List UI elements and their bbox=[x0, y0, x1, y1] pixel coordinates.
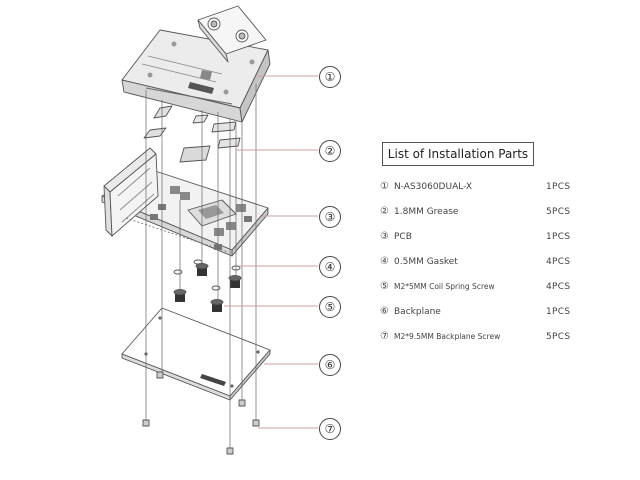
part-name: Backplane bbox=[394, 306, 441, 317]
parts-list-item: ③ PCB 1PCS bbox=[380, 224, 580, 249]
callout-2: ② bbox=[319, 140, 341, 162]
parts-list-item: ⑥ Backplane 1PCS bbox=[380, 299, 580, 324]
callout-leader-lines bbox=[224, 75, 318, 429]
spring-screws bbox=[173, 263, 242, 312]
part-name: M2*5MM Coil Spring Screw bbox=[394, 282, 495, 291]
parts-list-title: List of Installation Parts bbox=[382, 142, 534, 166]
part-quantity: 1PCS bbox=[546, 306, 571, 317]
parts-list-item: ④ 0.5MM Gasket 4PCS bbox=[380, 249, 580, 274]
part-number: ⑤ bbox=[380, 281, 389, 292]
callout-3: ③ bbox=[319, 206, 341, 228]
parts-list-item: ② 1.8MM Grease 5PCS bbox=[380, 199, 580, 224]
callout-7: ⑦ bbox=[319, 418, 341, 440]
part-quantity: 5PCS bbox=[546, 331, 571, 342]
backplane-screws bbox=[142, 371, 260, 455]
part-number: ① bbox=[380, 181, 389, 192]
assembly-guide-lines bbox=[145, 84, 257, 448]
part-quantity: 1PCS bbox=[546, 231, 571, 242]
water-block bbox=[121, 5, 271, 123]
part-quantity: 5PCS bbox=[546, 206, 571, 217]
part-number: ⑥ bbox=[380, 306, 389, 317]
part-name: M2*9.5MM Backplane Screw bbox=[394, 332, 501, 341]
parts-list-item: ⑦ M2*9.5MM Backplane Screw 5PCS bbox=[380, 324, 580, 349]
parts-list-item: ① N-AS3060DUAL-X 1PCS bbox=[380, 174, 580, 199]
part-number: ④ bbox=[380, 256, 389, 267]
part-quantity: 4PCS bbox=[546, 281, 571, 292]
callout-1: ① bbox=[319, 66, 341, 88]
part-number: ⑦ bbox=[380, 331, 389, 342]
part-number: ② bbox=[380, 206, 389, 217]
pcb bbox=[101, 147, 269, 257]
part-number: ③ bbox=[380, 231, 389, 242]
part-quantity: 4PCS bbox=[546, 256, 571, 267]
part-name: N-AS3060DUAL-X bbox=[394, 181, 473, 192]
callout-5: ⑤ bbox=[319, 296, 341, 318]
part-quantity: 1PCS bbox=[546, 181, 571, 192]
callout-4: ④ bbox=[319, 256, 341, 278]
part-name: PCB bbox=[394, 231, 412, 242]
backplane bbox=[121, 307, 271, 401]
part-name: 0.5MM Gasket bbox=[394, 256, 458, 267]
parts-list-item: ⑤ M2*5MM Coil Spring Screw 4PCS bbox=[380, 274, 580, 299]
callout-6: ⑥ bbox=[319, 354, 341, 376]
part-name: 1.8MM Grease bbox=[394, 206, 459, 217]
parts-list: ① N-AS3060DUAL-X 1PCS ② 1.8MM Grease 5PC… bbox=[380, 174, 580, 349]
